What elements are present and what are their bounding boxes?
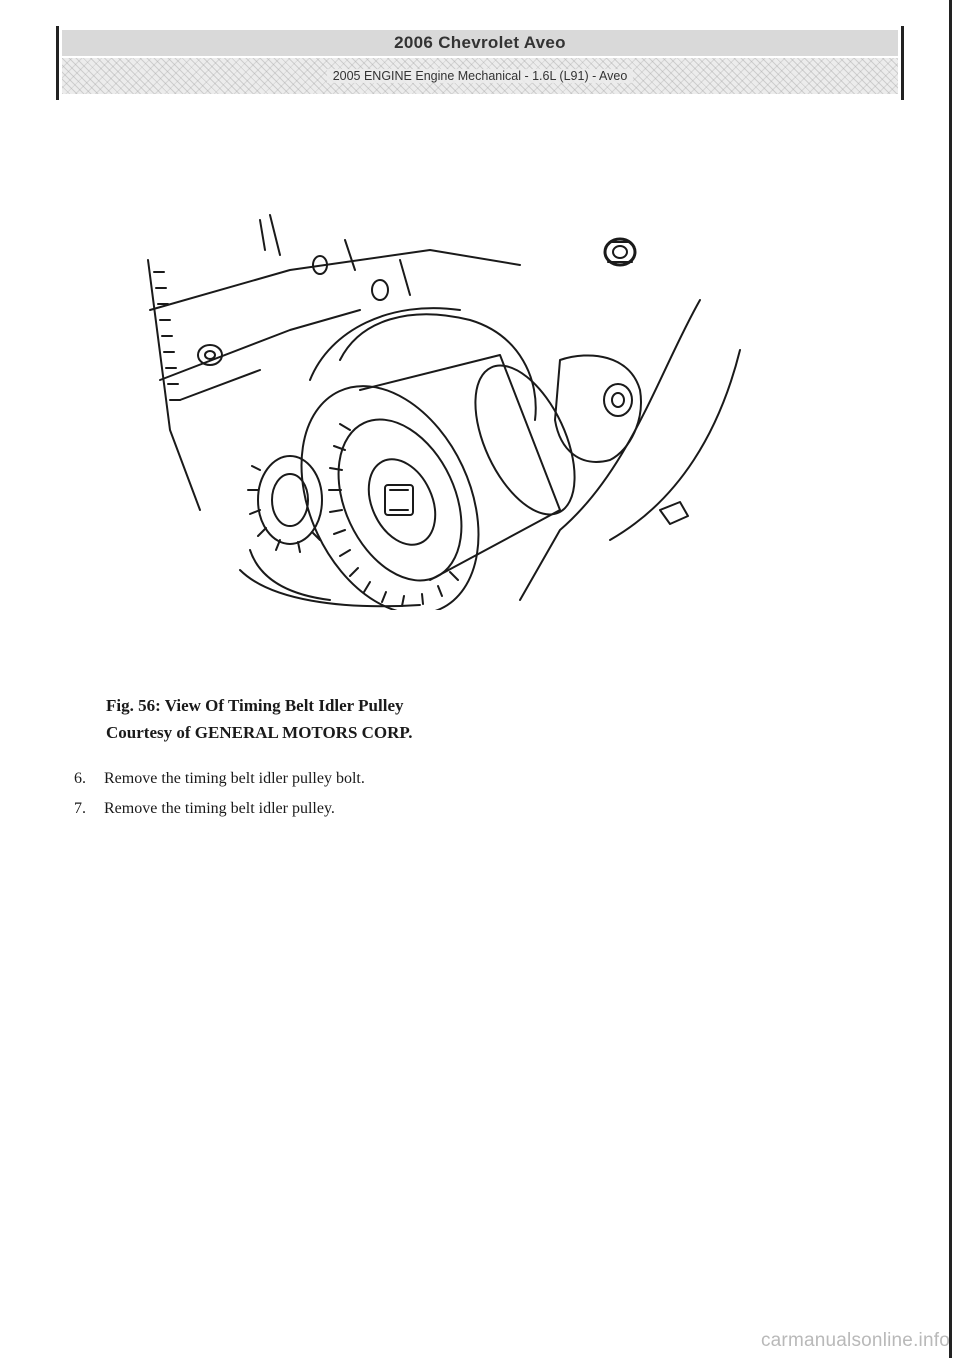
step-text: Remove the timing belt idler pulley bolt… <box>104 770 365 787</box>
procedure-step: 6. Remove the timing belt idler pulley b… <box>74 764 365 794</box>
step-text: Remove the timing belt idler pulley. <box>104 800 335 817</box>
procedure-steps: 6. Remove the timing belt idler pulley b… <box>74 764 365 824</box>
step-number: 7. <box>74 800 86 817</box>
header-left-rule <box>56 26 59 100</box>
page-header: 2006 Chevrolet Aveo 2005 ENGINE Engine M… <box>56 26 904 100</box>
site-watermark: carmanualsonline.info <box>760 1330 950 1351</box>
figure-caption-courtesy: Courtesy of GENERAL MOTORS CORP. <box>106 723 413 742</box>
header-subtitle-bar: 2005 ENGINE Engine Mechanical - 1.6L (L9… <box>62 58 898 94</box>
document-subtitle: 2005 ENGINE Engine Mechanical - 1.6L (L9… <box>326 69 634 83</box>
figure-caption-title: Fig. 56: View Of Timing Belt Idler Pulle… <box>106 696 404 715</box>
document-title: 2006 Chevrolet Aveo <box>394 33 566 52</box>
engine-line-drawing <box>147 214 741 610</box>
procedure-step: 7. Remove the timing belt idler pulley. <box>74 794 365 824</box>
timing-belt-idler-pulley-illustration <box>140 210 760 610</box>
page-right-border <box>949 0 952 1358</box>
header-title-bar: 2006 Chevrolet Aveo <box>62 30 898 56</box>
header-right-rule <box>901 26 904 100</box>
figure-caption: Fig. 56: View Of Timing Belt Idler Pulle… <box>106 692 413 746</box>
step-number: 6. <box>74 770 86 787</box>
